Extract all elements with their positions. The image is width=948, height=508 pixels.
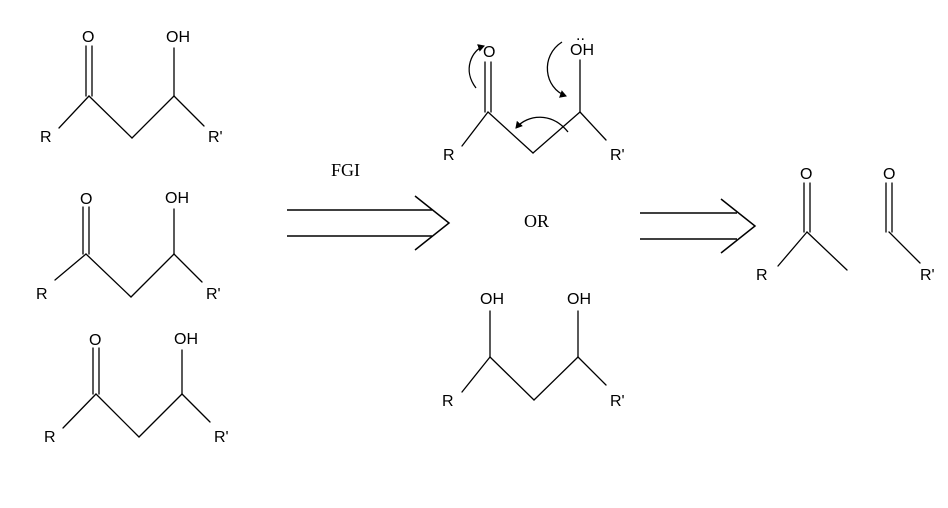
r-label: R [443, 147, 455, 164]
r-label: R [36, 286, 48, 303]
r-label: R [756, 267, 768, 284]
oxygen-label: O [883, 166, 895, 183]
beta-hydroxy-ketone-1: O OH R R' [40, 29, 223, 146]
beta-hydroxy-ketone-3: O OH R R' [44, 331, 229, 446]
r-prime-label: R' [206, 286, 221, 303]
fgi-retro-arrow [287, 195, 451, 251]
hydroxyl-label: OH [174, 331, 198, 348]
r-label: R [40, 129, 52, 146]
beta-hydroxy-ketone-2: O OH R R' [36, 190, 221, 303]
hydroxyl-label: OH [165, 190, 189, 207]
aldehyde-structure: O R' [883, 166, 935, 284]
r-prime-label: R' [208, 129, 223, 146]
diol-structure: OH OH R R' [442, 291, 625, 410]
aldol-mechanism-structure: O OH .. R R' [443, 27, 625, 164]
or-label: OR [524, 211, 549, 231]
curly-arrow-carbonyl [468, 44, 485, 89]
hydroxyl-label: OH [166, 29, 190, 46]
curly-arrow-hydroxyl [546, 41, 567, 98]
disconnection-retro-arrow [640, 198, 757, 254]
fgi-label: FGI [331, 160, 360, 180]
oxygen-label: O [80, 191, 92, 208]
hydroxyl-label: OH [570, 42, 594, 59]
lone-pair-dots: .. [576, 27, 585, 44]
r-prime-label: R' [920, 267, 935, 284]
oxygen-label: O [800, 166, 812, 183]
r-label: R [44, 429, 56, 446]
r-prime-label: R' [610, 393, 625, 410]
hydroxyl-label: OH [480, 291, 504, 308]
curly-arrow-enolate [515, 116, 569, 133]
r-label: R [442, 393, 454, 410]
oxygen-label: O [82, 29, 94, 46]
hydroxyl-label: OH [567, 291, 591, 308]
curly-arrows [468, 41, 569, 133]
oxygen-label: O [89, 332, 101, 349]
r-prime-label: R' [214, 429, 229, 446]
oxygen-label: O [483, 44, 495, 61]
r-prime-label: R' [610, 147, 625, 164]
methyl-ketone-structure: O R [756, 166, 848, 284]
